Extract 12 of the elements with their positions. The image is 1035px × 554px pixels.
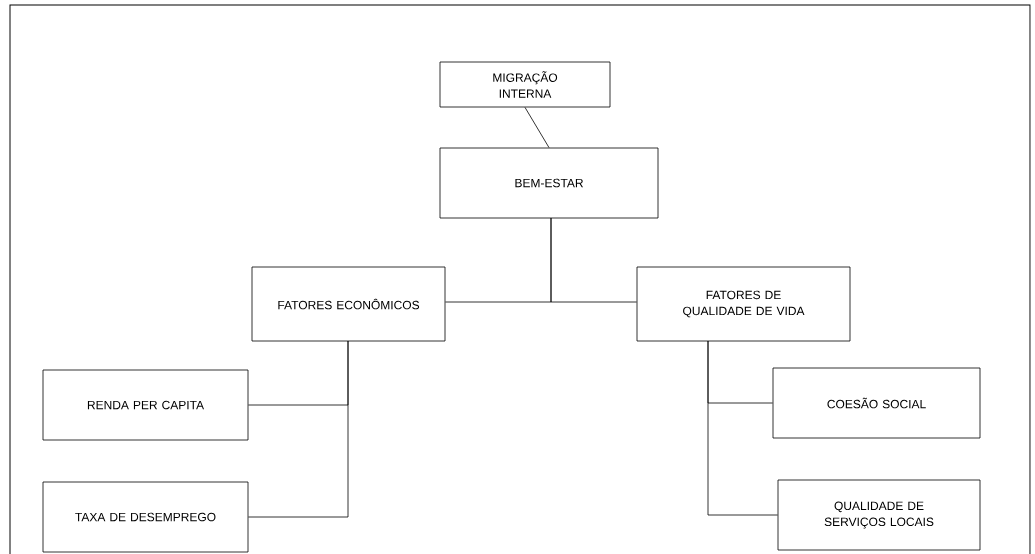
text-box: FATORES ECONÔMICOS [251, 266, 446, 342]
text-box: BEM-ESTAR [439, 147, 659, 219]
connector-line [550, 217, 637, 303]
text-box: QUALIDADE DE SERVIÇOS LOCAIS [777, 479, 981, 551]
text-box: TAXA DE DESEMPREGO [42, 481, 249, 553]
text-box: FATORES DE QUALIDADE DE VIDA [636, 266, 851, 342]
text-box: MIGRAÇÃO INTERNA [439, 61, 611, 108]
connector-line [524, 107, 550, 148]
text-box: COESÃO SOCIAL [772, 367, 981, 439]
text-box: RENDA PER CAPITA [42, 369, 249, 441]
connector-line [707, 340, 778, 516]
connector-line [248, 340, 349, 518]
